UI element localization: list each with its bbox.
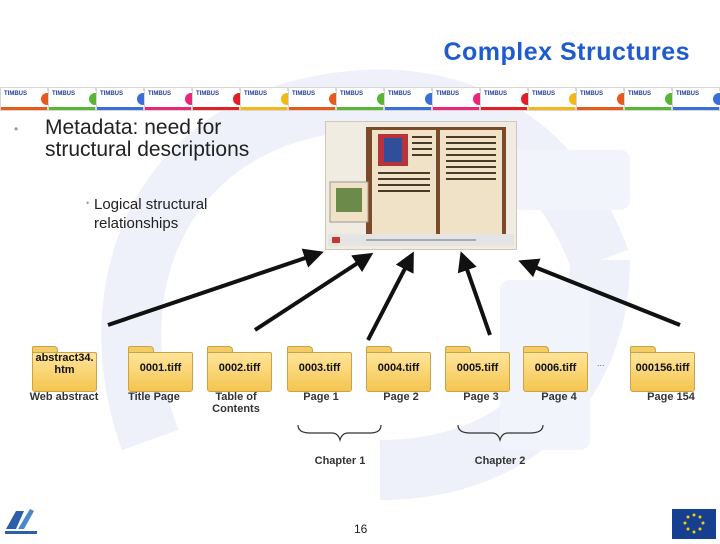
banner-tile-bar — [49, 107, 95, 110]
folder-name: 0002.tiff — [218, 362, 261, 374]
folder-name: 0005.tiff — [456, 362, 499, 374]
banner-tile-bar — [289, 107, 335, 110]
banner-tile: TIMBUS — [672, 87, 720, 111]
arrow-4 — [457, 251, 492, 336]
folder-icon — [523, 352, 588, 392]
folder-6[interactable]: 0005.tiff — [445, 346, 510, 392]
folder-2[interactable]: 0001.tiff — [128, 346, 193, 392]
banner-tile-label: TIMBUS — [292, 91, 315, 97]
folder-8[interactable]: 000156.tiff — [630, 346, 695, 392]
banner-tile-label: TIMBUS — [676, 91, 699, 97]
bullet-main: Metadata: need for structural descriptio… — [45, 117, 295, 161]
banner-tile-label: TIMBUS — [484, 91, 507, 97]
banner-tile-label: TIMBUS — [148, 91, 171, 97]
folder-tab-icon — [630, 346, 656, 355]
folder-caption: Title Page — [128, 391, 180, 403]
banner-tile: TIMBUS — [384, 87, 439, 111]
arrow-1 — [107, 248, 324, 327]
folder-4[interactable]: 0003.tiff — [287, 346, 352, 392]
banner-tile-label: TIMBUS — [100, 91, 123, 97]
banner-button-icon — [711, 91, 720, 107]
chapter-1-label: Chapter 1 — [314, 455, 366, 467]
banner-tile-label: TIMBUS — [340, 91, 363, 97]
folder-tab-icon — [445, 346, 471, 355]
banner-tile-bar — [145, 107, 191, 110]
folder-tab-icon — [128, 346, 154, 355]
banner-tile-label: TIMBUS — [436, 91, 459, 97]
banner-tile-bar — [625, 107, 671, 110]
bullet-sub: Logical structural relationships — [94, 195, 234, 233]
manuscript-viewer-image — [325, 121, 517, 250]
folder-icon — [207, 352, 272, 392]
bullet-marker: • — [14, 122, 19, 136]
folder-caption: Page 1 — [303, 391, 339, 403]
chapter2-brace — [457, 424, 544, 443]
banner-tile-bar — [673, 107, 719, 110]
banner-tile-bar — [193, 107, 239, 110]
folder-tab-icon — [32, 346, 58, 355]
arrow-2 — [253, 252, 374, 332]
folder-name: 0004.tiff — [377, 362, 420, 374]
bullet-main-text: Metadata: need for structural descriptio… — [45, 116, 250, 161]
banner-tile-label: TIMBUS — [628, 91, 651, 97]
folder-caption: Page 4 — [541, 391, 577, 403]
folder-caption: Page 154 — [647, 391, 695, 403]
folder-tab-icon — [207, 346, 233, 355]
banner-tile-bar — [481, 107, 527, 110]
banner-tile: TIMBUS — [240, 87, 295, 111]
ellipsis: ... — [597, 358, 605, 368]
timbus-banner: TIMBUS TIMBUS TIMBUS TIMBUS TIMBUS TIMBUS TIMB… — [0, 87, 720, 111]
folder-5[interactable]: 0004.tiff — [366, 346, 431, 392]
folder-icon — [287, 352, 352, 392]
folder-name: 0003.tiff — [298, 362, 341, 374]
banner-tile-label: TIMBUS — [244, 91, 267, 97]
banner-tile-label: TIMBUS — [532, 91, 555, 97]
eu-flag-icon — [672, 509, 716, 539]
banner-tile-bar — [529, 107, 575, 110]
banner-tile-label: TIMBUS — [388, 91, 411, 97]
folder-name: 0006.tiff — [534, 362, 577, 374]
folder-tab-icon — [287, 346, 313, 355]
folder-name: 000156.tiff — [635, 362, 690, 374]
arrow-5 — [518, 258, 681, 327]
folder-caption: Page 3 — [463, 391, 499, 403]
folder-icon — [630, 352, 695, 392]
bullet-sub-text: Logical structural relationships — [94, 196, 208, 232]
banner-tile-label: TIMBUS — [196, 91, 219, 97]
chapter-2-label: Chapter 2 — [474, 455, 526, 467]
folder-7[interactable]: 0006.tiff — [523, 346, 588, 392]
banner-tile: TIMBUS — [288, 87, 343, 111]
folder-icon — [128, 352, 193, 392]
banner-tile-label: TIMBUS — [52, 91, 75, 97]
folder-3[interactable]: 0002.tiff — [207, 346, 272, 392]
folder-tab-icon — [523, 346, 549, 355]
page-number: 16 — [354, 522, 368, 536]
folder-icon — [445, 352, 510, 392]
folder-name: abstract34. htm — [35, 352, 94, 376]
banner-tile-bar — [337, 107, 383, 110]
folder-caption: Table of Contents — [212, 391, 260, 415]
folder-1[interactable]: abstract34. htm — [32, 346, 97, 392]
banner-tile-bar — [577, 107, 623, 110]
banner-tile-bar — [385, 107, 431, 110]
folder-caption: Page 2 — [383, 391, 419, 403]
banner-tile-label: TIMBUS — [4, 91, 27, 97]
banner-tile-label: TIMBUS — [580, 91, 603, 97]
banner-tile-bar — [241, 107, 287, 110]
folder-icon — [32, 352, 97, 392]
arrow-3 — [366, 251, 414, 341]
folder-name: 0001.tiff — [139, 362, 182, 374]
folder-icon — [366, 352, 431, 392]
banner-tile-bar — [97, 107, 143, 110]
bullet-sub-marker: • — [86, 198, 90, 208]
slide-title: Complex Structures — [443, 38, 690, 66]
banner-tile-bar — [433, 107, 479, 110]
banner-tile-bar — [1, 107, 47, 110]
fp7-logo-icon — [2, 503, 40, 539]
folder-tab-icon — [366, 346, 392, 355]
banner-tile: TIMBUS — [0, 87, 55, 111]
folder-caption: Web abstract — [29, 391, 99, 403]
chapter1-brace — [297, 424, 382, 443]
